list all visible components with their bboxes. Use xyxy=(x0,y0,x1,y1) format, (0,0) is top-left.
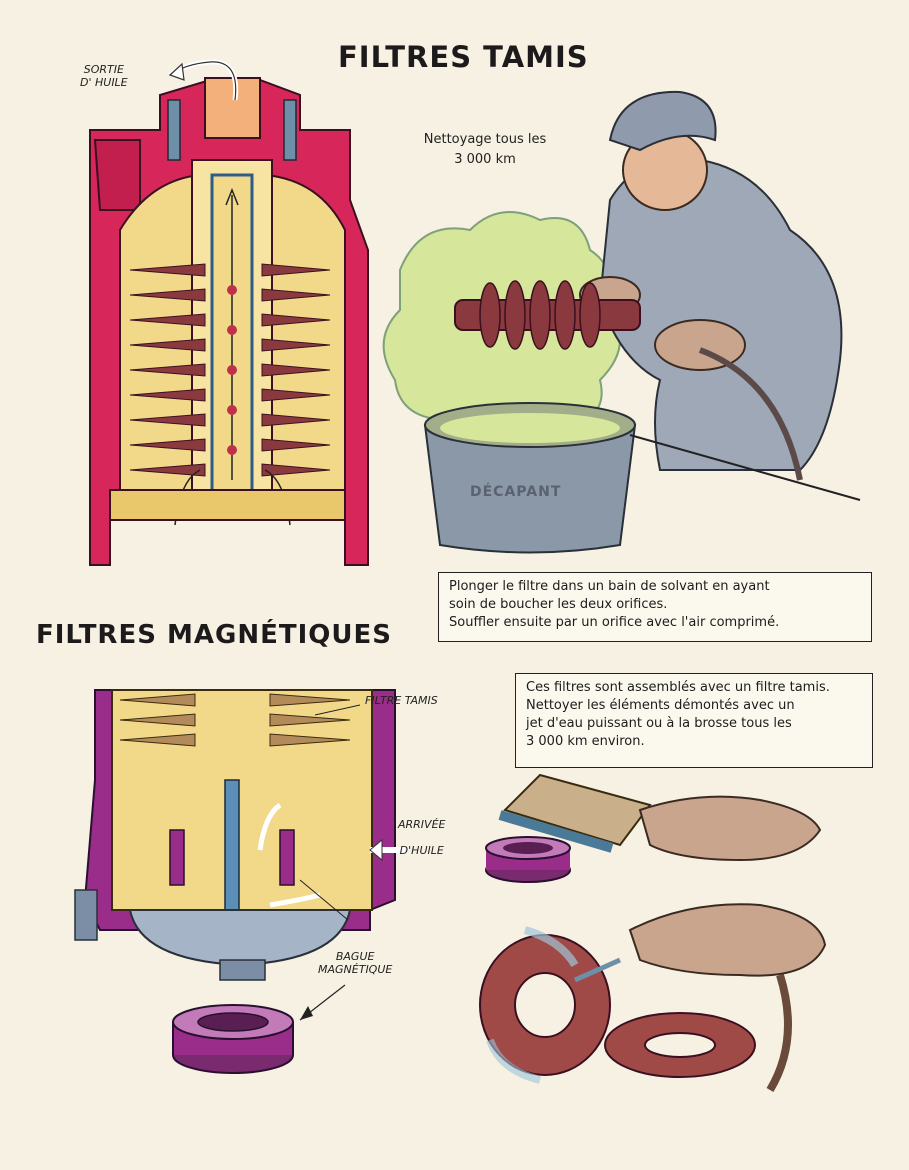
label-sortie-huile-line1: SORTIE xyxy=(83,63,124,76)
label-arrivee-line1: ARRIVÉE xyxy=(398,818,446,831)
note-nettoyage-line1: Nettoyage tous les xyxy=(423,132,547,147)
label-arrivee-line2: D'HUILE xyxy=(399,844,444,857)
instruction-box-plonger: Plonger le filtre dans un bain de solvan… xyxy=(438,572,872,642)
plonger-line3: Souffler ensuite par un orifice avec l'a… xyxy=(449,615,780,630)
label-decapant: DÉCAPANT xyxy=(470,484,562,500)
label-filtre-tamis: FILTRE TAMIS xyxy=(365,694,438,707)
title-filtres-tamis: FILTRES TAMIS xyxy=(338,40,589,74)
label-arrivee-huile: ARRIVÉE D'HUILE xyxy=(398,818,445,857)
ces-filtres-line3: jet d'eau puissant ou à la brosse tous l… xyxy=(526,716,792,731)
brush-and-wash-scene xyxy=(479,773,827,1093)
label-bague-line1: BAGUE xyxy=(335,950,375,963)
note-nettoyage-line2: 3 000 km xyxy=(454,152,516,167)
label-sortie-huile: SORTIE D' HUILE xyxy=(80,63,128,89)
mechanic-cleaning-scene xyxy=(382,90,861,554)
title-filtres-magnetiques: FILTRES MAGNÉTIQUES xyxy=(36,620,392,650)
note-nettoyage: Nettoyage tous les 3 000 km xyxy=(400,130,570,170)
instruction-box-ces-filtres: Ces filtres sont assemblés avec un filtr… xyxy=(515,673,873,768)
plonger-line2: soin de boucher les deux orifices. xyxy=(449,597,668,612)
ces-filtres-line4: 3 000 km environ. xyxy=(526,734,645,749)
sieve-filter-cross-section xyxy=(89,59,369,566)
ces-filtres-line2: Nettoyer les éléments démontés avec un xyxy=(526,698,795,713)
label-bague-line2: MAGNÉTIQUE xyxy=(318,963,393,976)
ces-filtres-line1: Ces filtres sont assemblés avec un filtr… xyxy=(526,680,830,695)
label-sortie-huile-line2: D' HUILE xyxy=(80,76,128,89)
label-bague-magnetique: BAGUE MAGNÉTIQUE xyxy=(318,950,392,976)
plonger-line1: Plonger le filtre dans un bain de solvan… xyxy=(449,579,770,594)
magnetic-filter-cross-section xyxy=(74,689,405,1074)
